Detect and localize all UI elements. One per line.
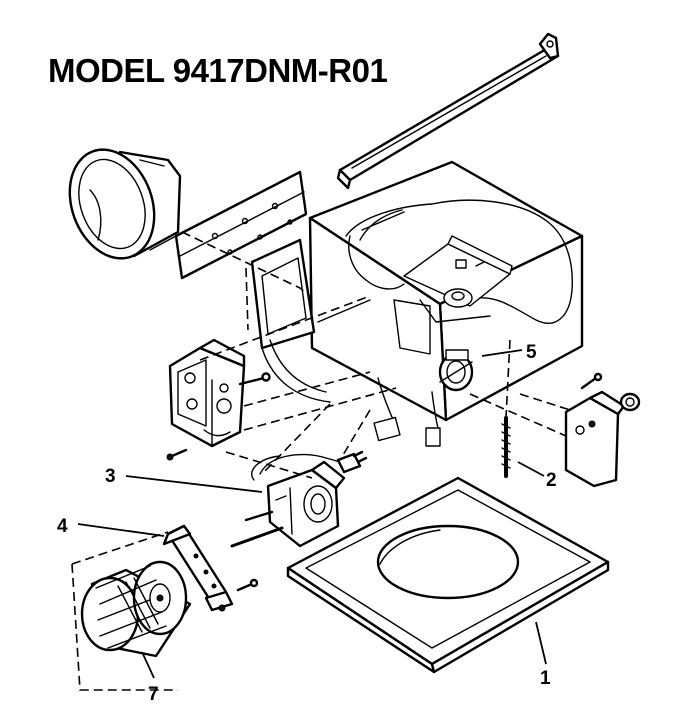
- ceiling-grille: [286, 476, 610, 674]
- mounting-bar-short: [174, 170, 308, 280]
- housing-duct-opening: [250, 238, 331, 403]
- callout-4: 4: [57, 516, 68, 537]
- callout-7: 7: [148, 684, 159, 705]
- callout-1: 1: [540, 668, 551, 689]
- motor-bracket: [162, 524, 259, 612]
- callout-leaders: [77, 349, 547, 679]
- motor: [230, 450, 368, 548]
- housing-wiring: [373, 377, 441, 447]
- callout-3: 3: [105, 466, 116, 487]
- junction-box: [166, 338, 271, 461]
- assembly-guide-lines: [71, 231, 571, 691]
- receptacle: [438, 349, 474, 392]
- blower-wheel: [80, 560, 192, 658]
- callout-2: 2: [546, 470, 557, 491]
- fan-housing: [308, 160, 584, 422]
- mounting-rail-long: [336, 32, 560, 190]
- duct-connector: [68, 148, 182, 260]
- damper-plate: [564, 372, 641, 488]
- model-title: MODEL 9417DNM-R01: [48, 52, 388, 89]
- callout-5: 5: [526, 342, 537, 363]
- grille-spring: [501, 416, 511, 478]
